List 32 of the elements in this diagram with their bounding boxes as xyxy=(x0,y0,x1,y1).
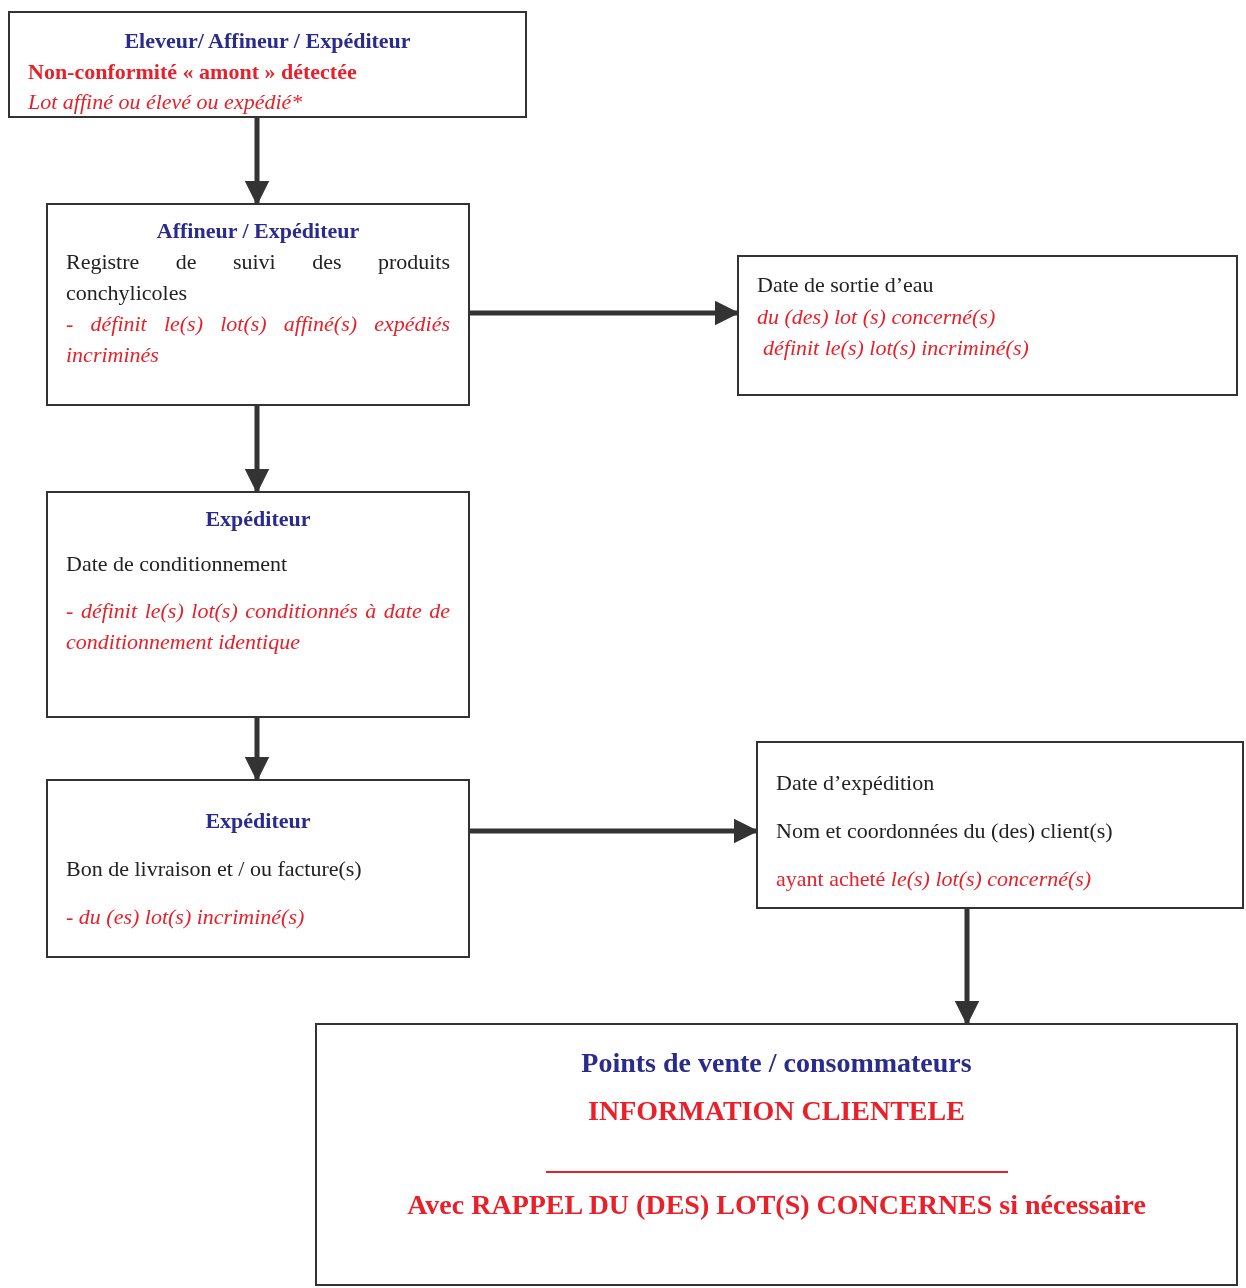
role-heading: Points de vente / consommateurs xyxy=(580,1046,973,1080)
process-box xyxy=(8,11,527,118)
record-text: Nom et coordonnées du (des) client(s) xyxy=(776,817,1114,845)
note-text: Lot affiné ou élevé ou expédié* xyxy=(28,88,304,116)
record-text: Date d’expédition xyxy=(776,769,936,797)
arrow xyxy=(244,718,270,782)
alert-text: Non-conformité « amont » détectée xyxy=(28,58,358,86)
record-text: Date de sortie d’eau xyxy=(757,271,935,299)
recall-text: Avec RAPPEL DU (DES) LOT(S) CONCERNES si nécessaire xyxy=(406,1188,1147,1222)
arrow xyxy=(954,909,980,1026)
role-heading: Expéditeur xyxy=(204,807,312,835)
note-text: ayant acheté le(s) lot(s) concerné(s) xyxy=(776,865,1093,893)
role-heading: Expéditeur xyxy=(204,505,312,533)
process-box xyxy=(46,203,470,406)
process-box xyxy=(46,491,470,718)
arrow xyxy=(244,118,270,206)
role-heading: Affineur / Expéditeur xyxy=(155,217,361,245)
record-text: Bon de livraison et / ou facture(s) xyxy=(66,855,363,883)
process-box xyxy=(315,1023,1238,1286)
note-text: - définit le(s) lot(s) affiné(s) expédiés incriminés xyxy=(66,310,450,369)
role-heading: Eleveur/ Affineur / Expéditeur xyxy=(123,27,412,55)
note-text: définit le(s) lot(s) incriminé(s) xyxy=(763,334,1030,362)
arrow xyxy=(244,406,270,494)
note-text: du (des) lot (s) concerné(s) xyxy=(757,303,997,331)
note-text: - du (es) lot(s) incriminé(s) xyxy=(66,903,306,931)
record-text: Date de conditionnement xyxy=(66,550,289,578)
record-text: Registre de suivi des produits conchylicoles xyxy=(66,248,450,307)
process-box xyxy=(46,779,470,958)
process-box xyxy=(756,741,1244,909)
note-text: - définit le(s) lot(s) conditionnés à date de conditionnement identique xyxy=(66,597,450,656)
process-box xyxy=(737,255,1238,396)
alert-text: INFORMATION CLIENTELE xyxy=(587,1094,966,1128)
